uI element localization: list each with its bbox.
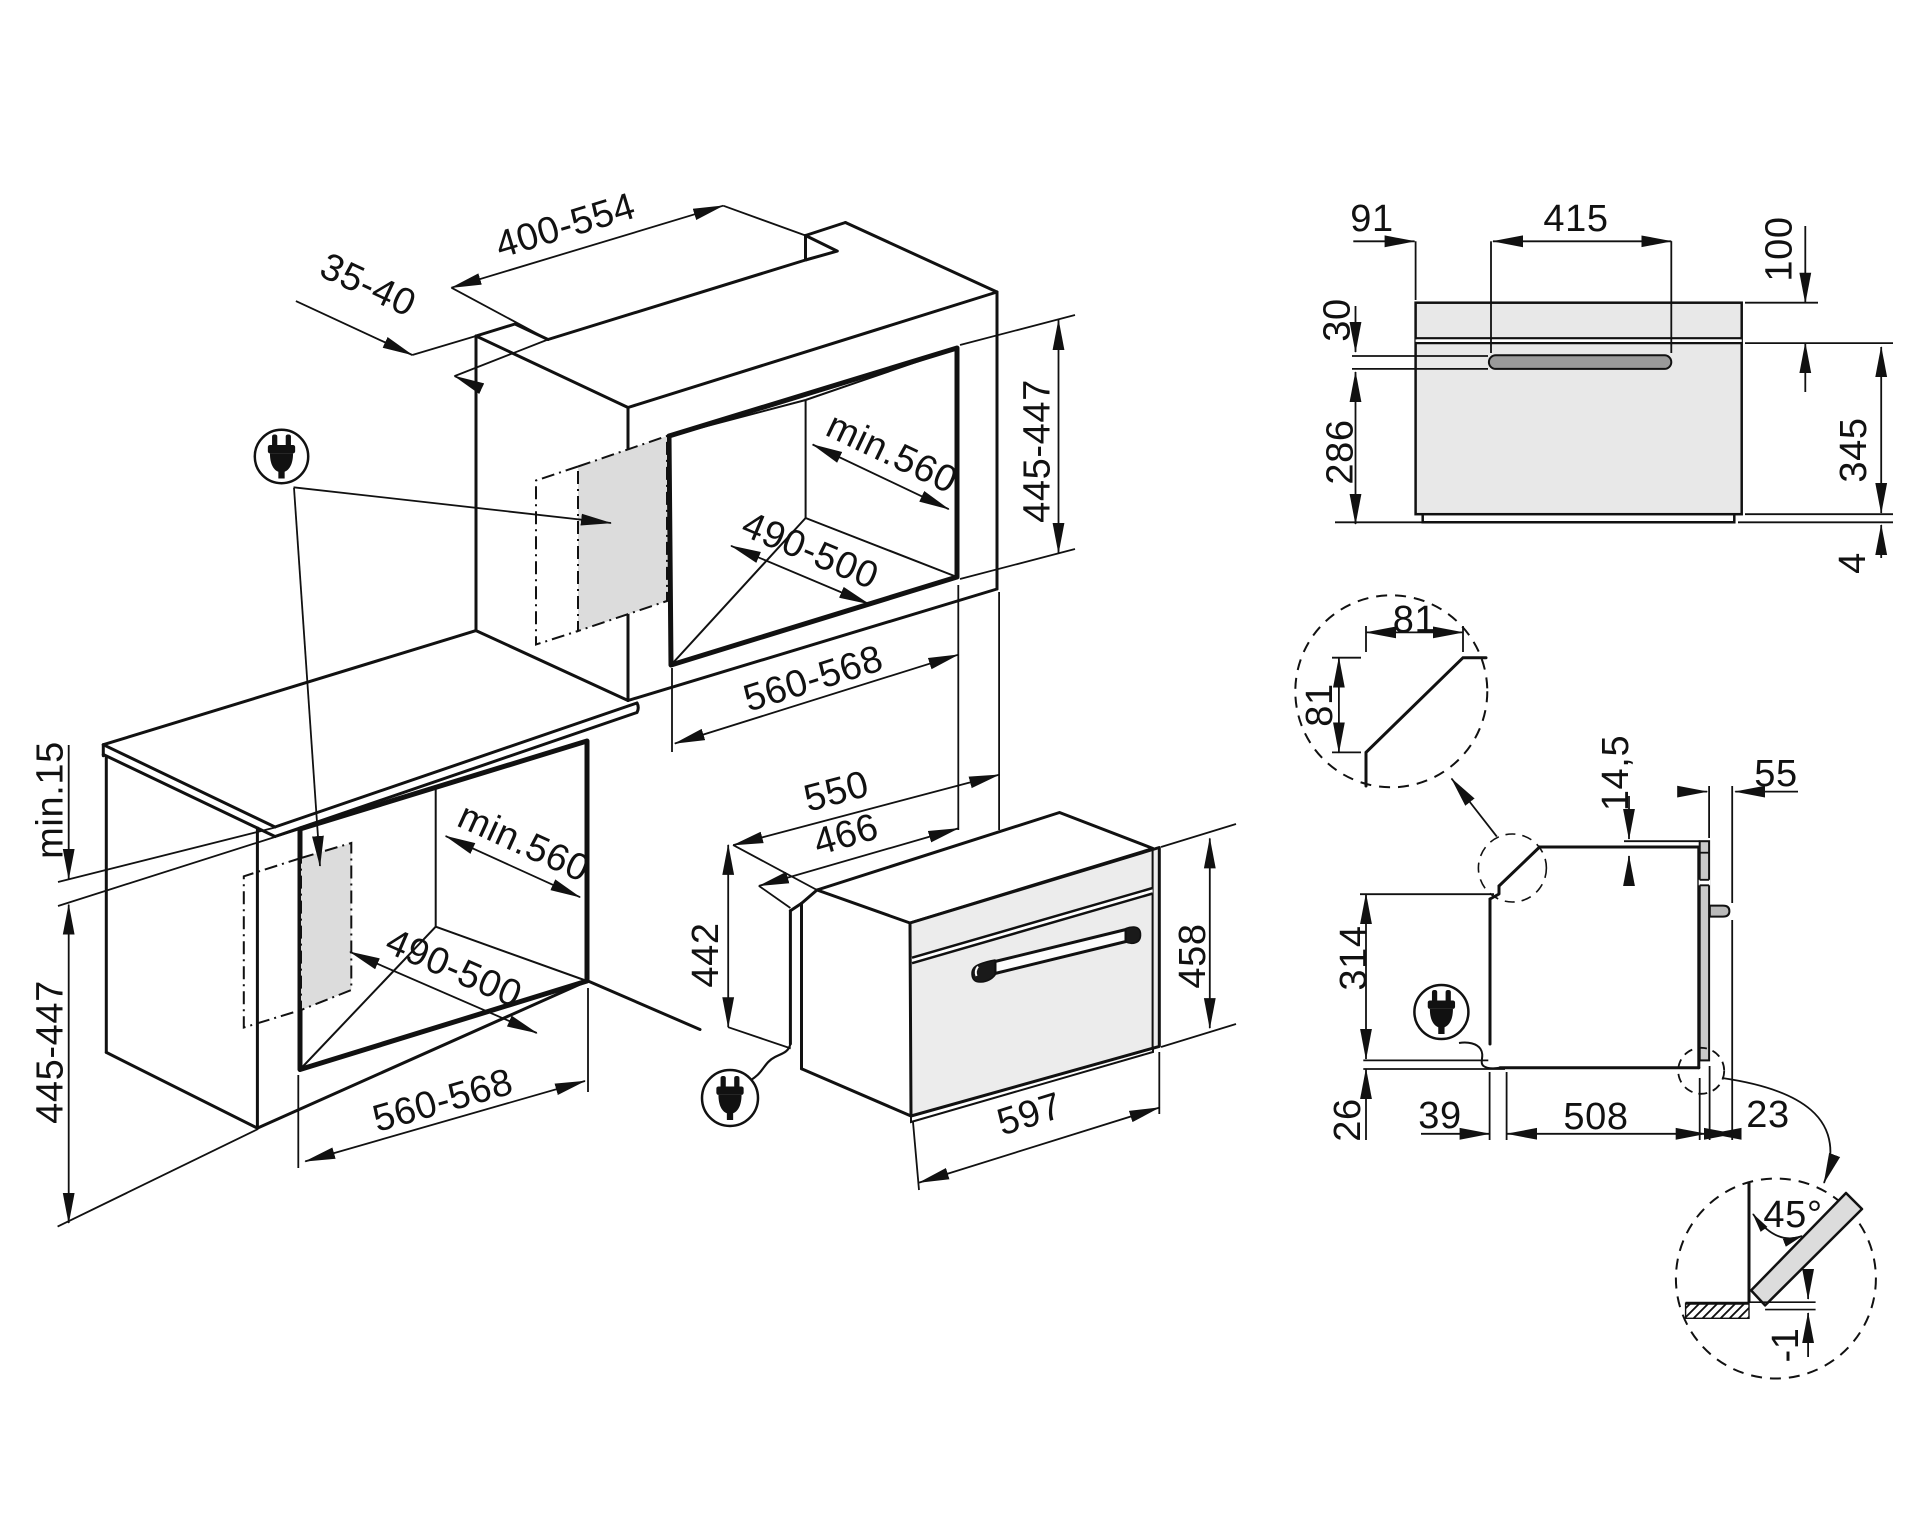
svg-text:min.15: min.15 — [30, 741, 72, 859]
svg-text:45°: 45° — [1763, 1194, 1822, 1236]
svg-text:39: 39 — [1418, 1095, 1461, 1137]
svg-text:30: 30 — [1317, 298, 1359, 341]
svg-text:81: 81 — [1299, 683, 1341, 726]
svg-text:81: 81 — [1393, 599, 1436, 641]
svg-text:345: 345 — [1833, 417, 1875, 482]
svg-text:26: 26 — [1327, 1098, 1369, 1141]
svg-text:445-447: 445-447 — [1017, 379, 1059, 523]
svg-text:445-447: 445-447 — [30, 980, 72, 1124]
svg-text:508: 508 — [1563, 1096, 1628, 1138]
svg-text:314: 314 — [1333, 925, 1375, 990]
svg-text:55: 55 — [1754, 753, 1797, 795]
svg-text:100: 100 — [1758, 216, 1800, 281]
svg-text:4: 4 — [1832, 552, 1874, 574]
svg-text:-1: -1 — [1765, 1328, 1807, 1363]
svg-text:14,5: 14,5 — [1595, 735, 1637, 811]
svg-text:286: 286 — [1320, 419, 1362, 484]
svg-text:442: 442 — [685, 922, 727, 987]
svg-text:415: 415 — [1543, 198, 1608, 240]
svg-text:91: 91 — [1350, 198, 1393, 240]
svg-text:458: 458 — [1172, 923, 1214, 988]
svg-text:23: 23 — [1746, 1094, 1789, 1136]
